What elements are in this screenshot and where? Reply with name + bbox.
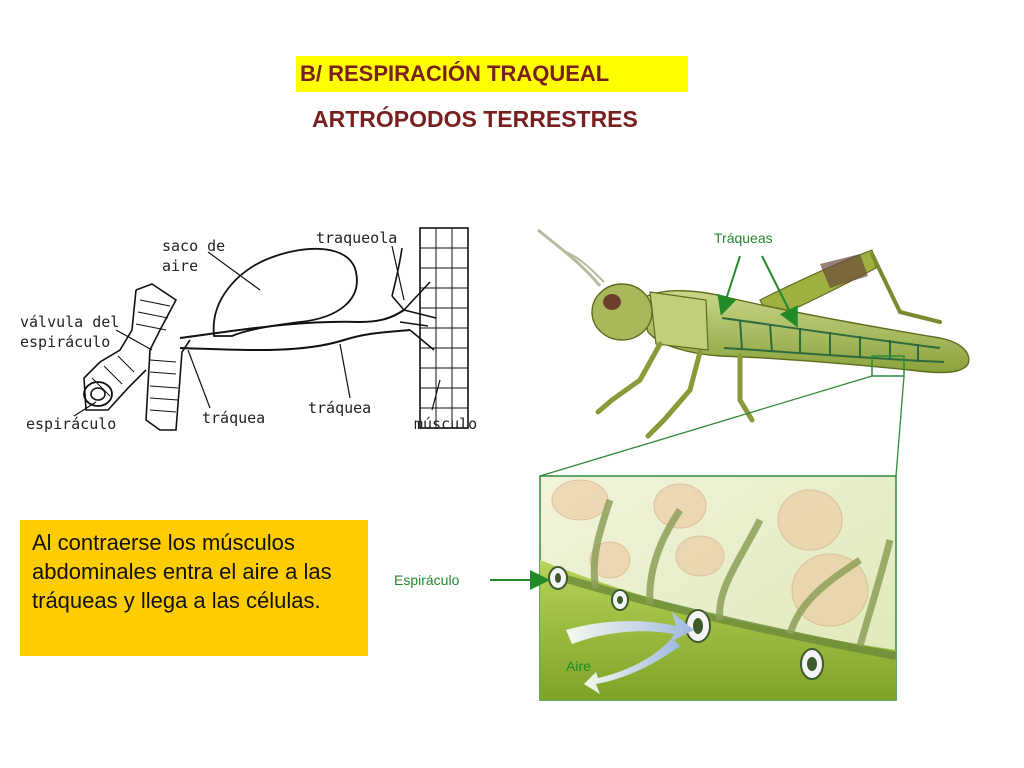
label-saco-de-aire: saco de aire — [162, 236, 225, 276]
label-musculo: músculo — [414, 415, 478, 433]
explanation-note: Al contraerse los músculos abdominales e… — [20, 520, 368, 656]
label-espiraculo-right: Espiráculo — [394, 572, 460, 588]
page-subtitle: ARTRÓPODOS TERRESTRES — [312, 106, 638, 132]
zoom-lines — [539, 375, 905, 477]
label-traquea-2: tráquea — [308, 399, 372, 417]
label-traqueas: Tráqueas — [714, 230, 773, 246]
label-traquea-1: tráquea — [202, 409, 266, 427]
label-aire: Aire — [566, 658, 591, 674]
title-bar: B/ RESPIRACIÓN TRAQUEAL — [296, 56, 688, 92]
label-traqueola: traqueola — [316, 229, 398, 247]
page-title: B/ RESPIRACIÓN TRAQUEAL — [300, 61, 610, 86]
label-espiraculo: espiráculo — [26, 415, 117, 433]
label-valvula-line1: válvula del — [20, 313, 120, 331]
label-saco-de-aire-line1: saco de — [162, 237, 226, 255]
label-saco-de-aire-line2: aire — [162, 257, 199, 275]
spiracle-zoom-panel — [490, 475, 897, 701]
grasshopper-illustration — [537, 228, 970, 439]
label-valvula-espiraculo: válvula del espiráculo — [20, 312, 119, 352]
trachea-line-drawing — [73, 227, 469, 431]
label-valvula-line2: espiráculo — [20, 333, 111, 351]
